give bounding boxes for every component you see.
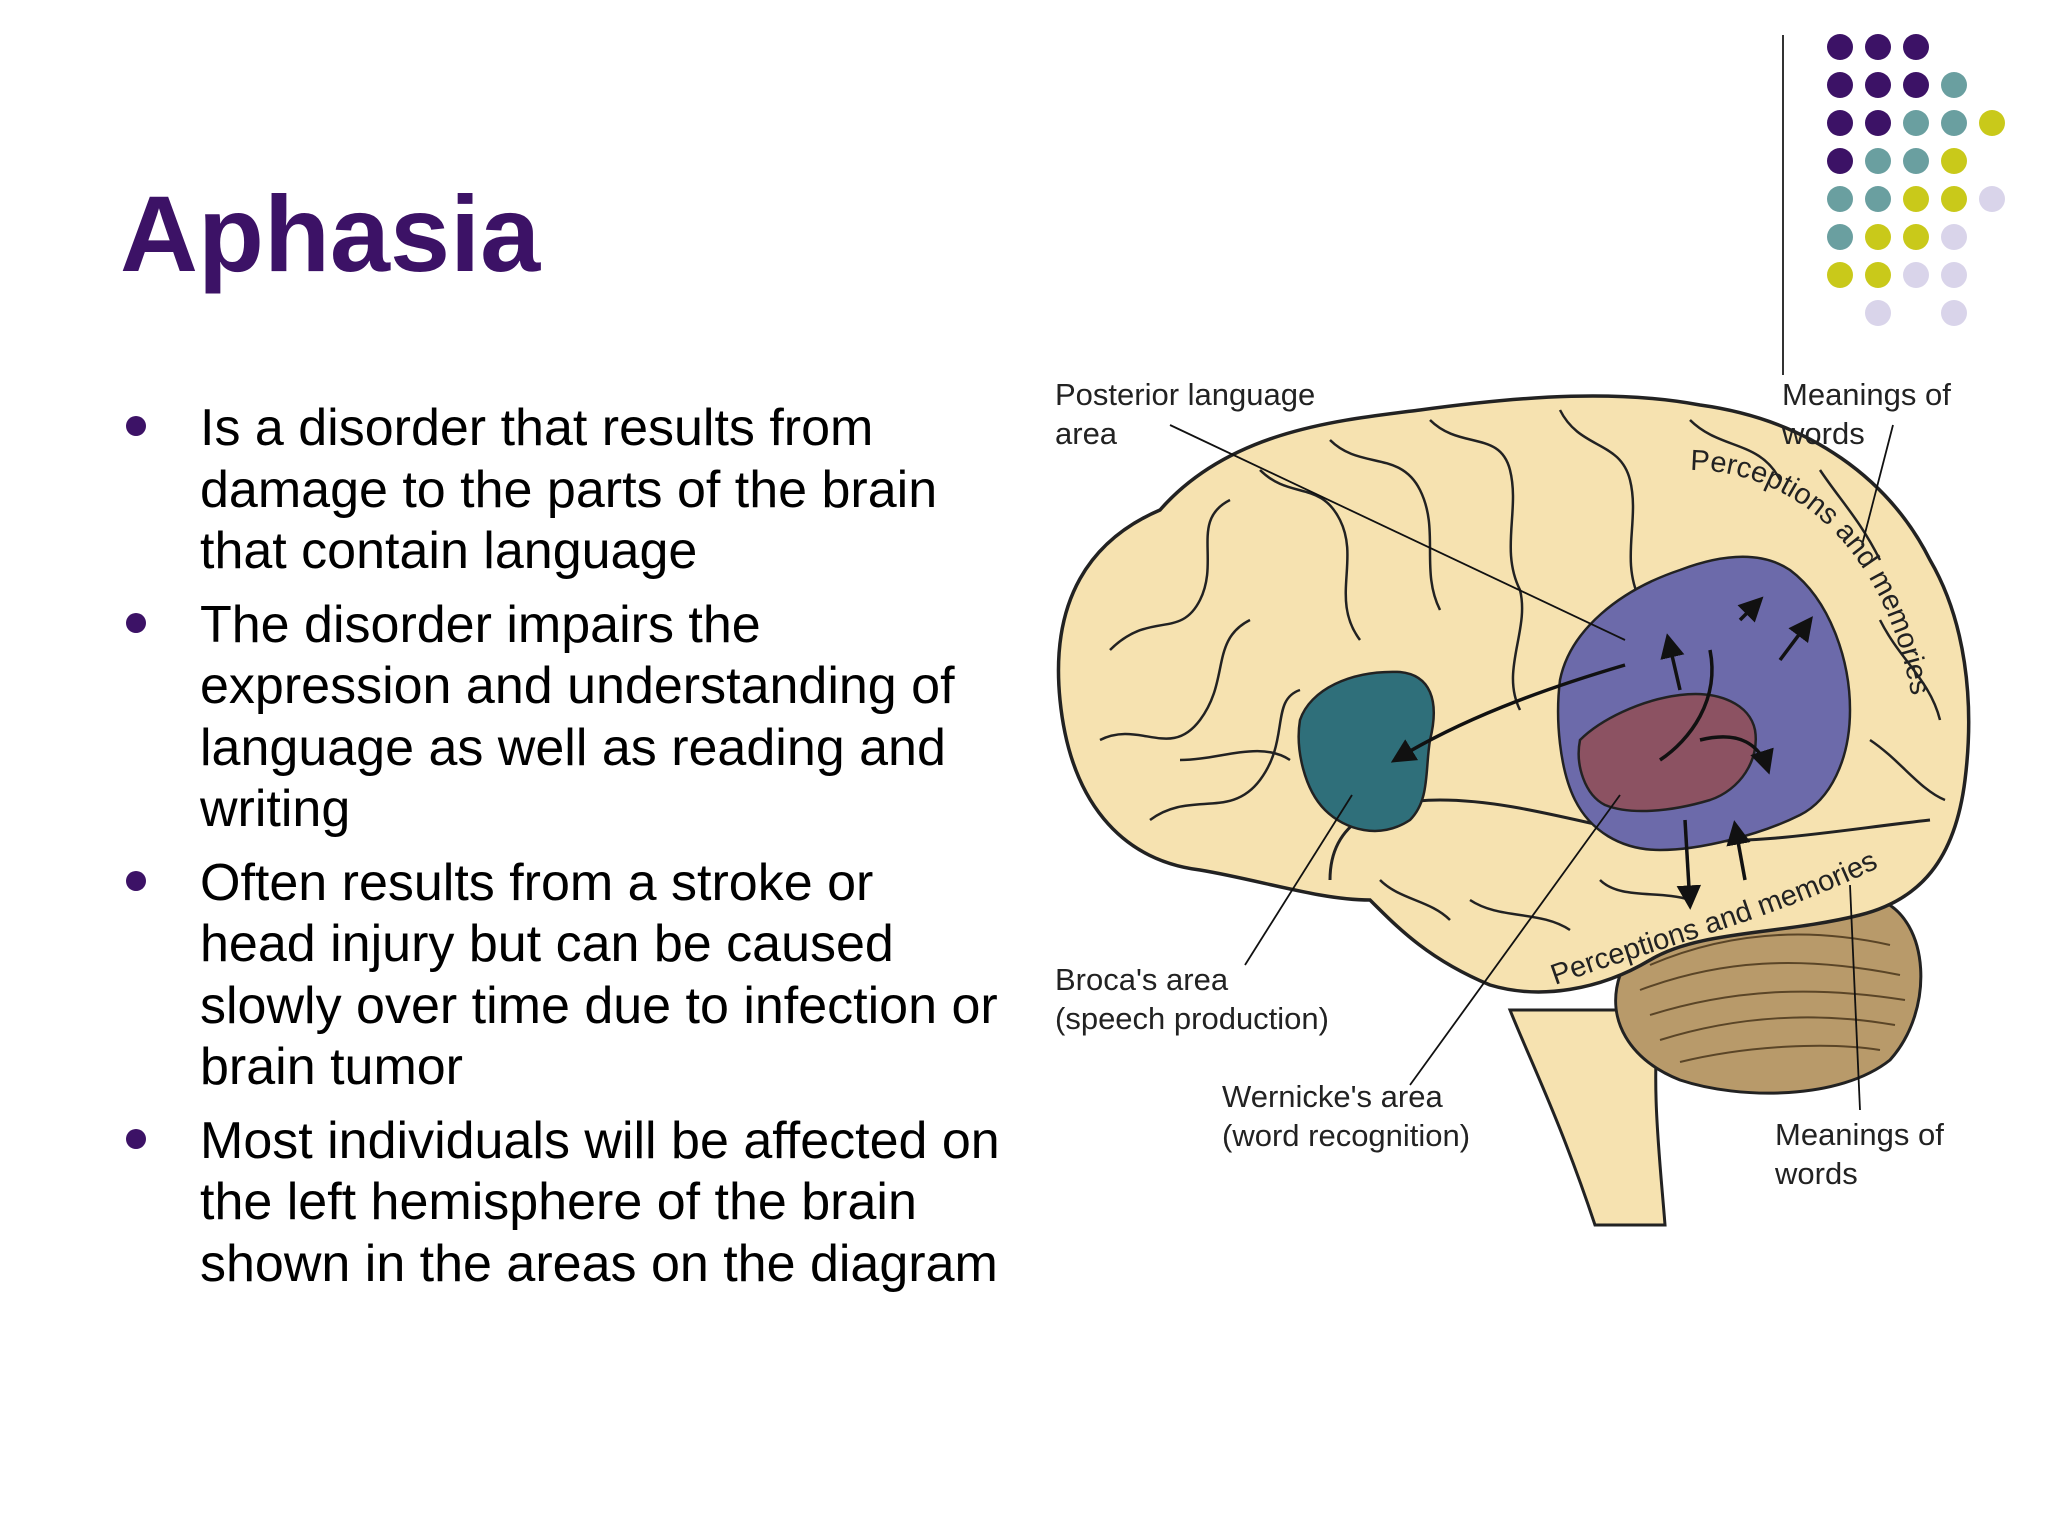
decorative-dot: [1941, 148, 1967, 174]
decorative-dot: [1827, 110, 1853, 136]
decorative-dot: [1903, 34, 1929, 60]
gyri: [1099, 409, 1946, 932]
label-meanings-top-1: Meanings of: [1782, 377, 1951, 412]
decorative-dot: [1827, 186, 1853, 212]
decorative-dot: [1865, 300, 1891, 326]
label-broca-2: (speech production): [1055, 1001, 1329, 1036]
decorative-dot: [1903, 262, 1929, 288]
decorative-dot: [1827, 72, 1853, 98]
brain-diagram: Posterior language area Meanings of word…: [1055, 377, 1971, 1227]
label-meanings-top-2: words: [1781, 416, 1865, 451]
bullet-list: Is a disorder that results from damage t…: [120, 398, 1000, 1307]
slide-title: Aphasia: [120, 173, 541, 294]
decorative-dot: [1827, 34, 1853, 60]
decorative-dot: [1827, 262, 1853, 288]
decorative-dot: [1941, 186, 1967, 212]
decorative-dot: [1903, 186, 1929, 212]
decorative-dot: [1903, 224, 1929, 250]
label-broca-1: Broca's area: [1055, 962, 1229, 997]
decorative-dot: [1865, 224, 1891, 250]
cerebellum-folds: [1639, 933, 1906, 1063]
connection-arrows: [1390, 596, 1813, 910]
label-wernicke-1: Wernicke's area: [1222, 1079, 1443, 1114]
decorative-dot: [1865, 34, 1891, 60]
bullet-dot-icon: [126, 612, 146, 633]
leader-lines: [1169, 424, 1894, 1111]
vertical-divider: [1782, 35, 1784, 375]
bullet-dot-icon: [126, 1128, 146, 1149]
decorative-dot: [1865, 148, 1891, 174]
bullet-dot-icon: [126, 870, 146, 891]
decorative-dot: [1903, 72, 1929, 98]
broca-area: [1297, 670, 1435, 833]
bullet-item: Most individuals will be affected on the…: [120, 1111, 1000, 1296]
brain-stem: [1507, 1008, 1667, 1227]
decorative-dot: [1941, 72, 1967, 98]
decorative-dot: [1979, 110, 2005, 136]
bullet-text: Is a disorder that results from damage t…: [200, 399, 938, 580]
decorative-dot: [1941, 300, 1967, 326]
bullet-text: Often results from a stroke or head inju…: [200, 853, 998, 1097]
bullet-text: The disorder impairs the expression and …: [200, 595, 955, 839]
decorative-dot: [1865, 262, 1891, 288]
decorative-dot: [1827, 148, 1853, 174]
bullet-item: Is a disorder that results from damage t…: [120, 398, 1000, 583]
bullet-item: Often results from a stroke or head inju…: [120, 853, 1000, 1099]
decorative-dot: [1827, 224, 1853, 250]
decorative-dot: [1865, 72, 1891, 98]
decorative-dot: [1941, 110, 1967, 136]
decorative-dot: [1979, 186, 2005, 212]
decorative-dot: [1903, 110, 1929, 136]
decorative-dot: [1865, 186, 1891, 212]
label-wernicke-2: (word recognition): [1222, 1118, 1470, 1153]
wernicke-area: [1577, 692, 1758, 813]
bullet-text: Most individuals will be affected on the…: [200, 1111, 1000, 1293]
bullet-item: The disorder impairs the expression and …: [120, 595, 1000, 841]
decorative-dot: [1941, 262, 1967, 288]
decorative-dot: [1941, 224, 1967, 250]
decorative-dot: [1865, 110, 1891, 136]
label-posterior-1: Posterior language: [1055, 377, 1315, 412]
bullet-dot-icon: [126, 416, 146, 436]
label-meanings-bottom-2: words: [1774, 1156, 1858, 1191]
label-meanings-bottom-1: Meanings of: [1775, 1117, 1944, 1152]
label-posterior-2: area: [1055, 416, 1118, 451]
decorative-dot: [1903, 148, 1929, 174]
